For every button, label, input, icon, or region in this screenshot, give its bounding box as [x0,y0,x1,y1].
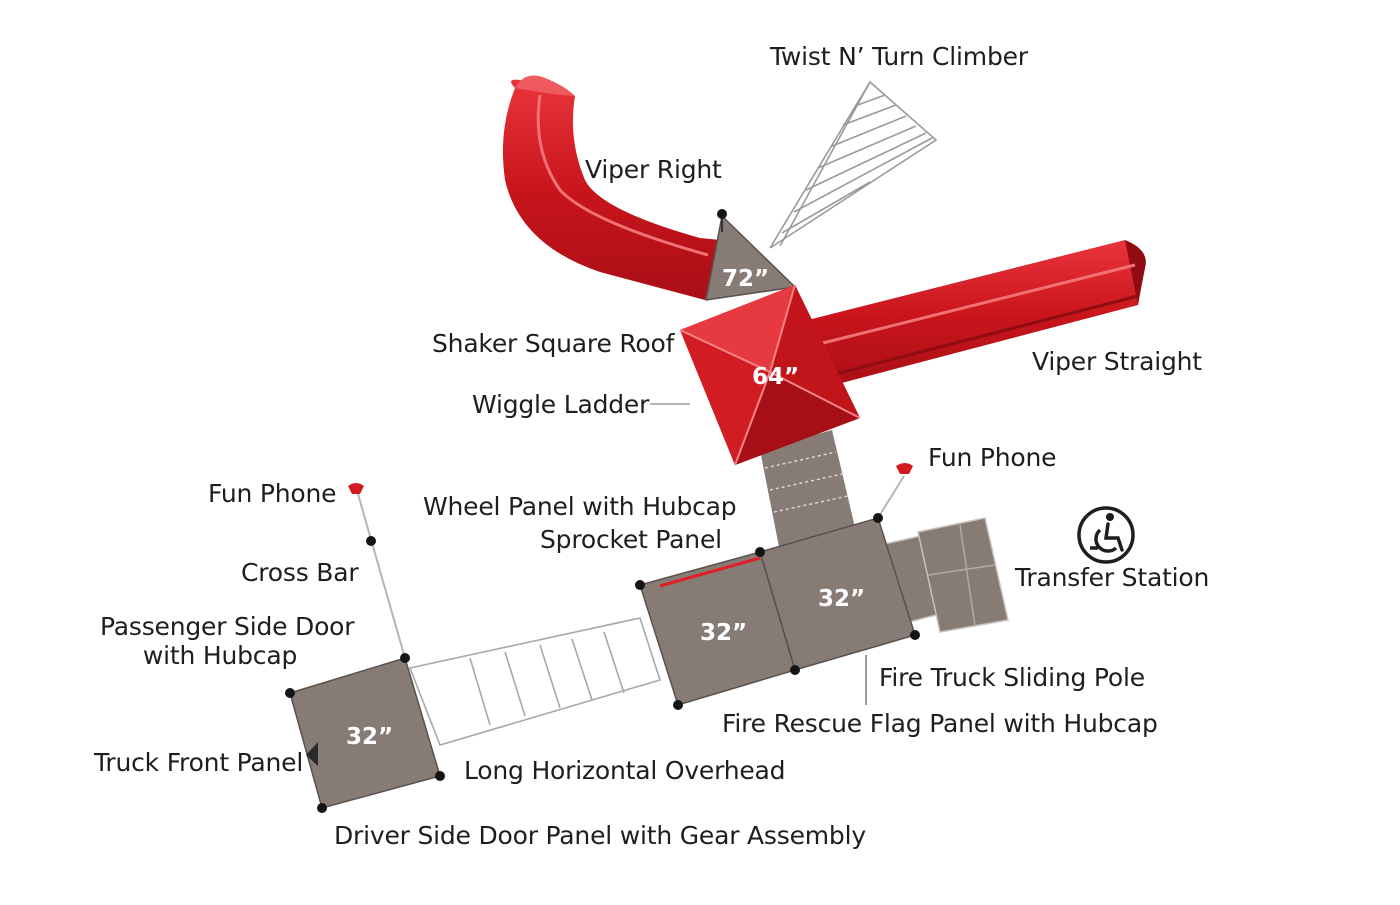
label-passenger-door-line2: with Hubcap [142,641,298,670]
label-viper-straight: Viper Straight [1032,347,1202,376]
post-top [717,209,727,232]
twist-n-turn-climber [769,80,938,249]
label-sprocket-panel: Sprocket Panel [540,525,722,554]
label-shaker-square-roof: Shaker Square Roof [432,329,675,358]
label-driver-side-door: Driver Side Door Panel with Gear Assembl… [334,821,866,850]
fun-phone-right [877,463,913,519]
label-cross-bar: Cross Bar [241,558,359,587]
deck-posts [285,513,920,813]
label-viper-right: Viper Right [585,155,722,184]
deck-32-middle: 32” [639,551,796,706]
wheelchair-transfer-icon [1077,506,1135,564]
label-wheel-panel: Wheel Panel with Hubcap [423,492,737,521]
deck-64-label: 64” [752,364,799,390]
label-truck-front-panel: Truck Front Panel [94,748,304,777]
long-horizontal-overhead [408,617,662,746]
transfer-station [879,517,1009,633]
cross-bar-post [366,536,376,546]
walkway-steps [760,430,858,552]
label-fun-phone-left: Fun Phone [208,479,337,508]
shaker-square-roof: 64” [679,284,861,466]
fun-phone-left [348,483,406,659]
deck-32-left-label: 32” [346,724,393,750]
deck-72: 72” [705,214,797,301]
viper-straight-slide [800,240,1146,390]
deck-32-right-label: 32” [818,586,865,612]
deck-72-label: 72” [722,266,769,292]
label-fire-truck-sliding-pole: Fire Truck Sliding Pole [879,663,1145,692]
label-long-horizontal-overhead: Long Horizontal Overhead [464,756,786,785]
label-twist-n-turn-climber: Twist N’ Turn Climber [770,42,1028,71]
deck-32-middle-label: 32” [700,620,747,646]
label-passenger-door-line1: Passenger Side Door [100,612,355,641]
label-fire-rescue-flag-panel: Fire Rescue Flag Panel with Hubcap [722,709,1158,738]
label-fun-phone-right: Fun Phone [928,443,1057,472]
deck-32-right: 32” [759,517,916,671]
label-wiggle-ladder: Wiggle Ladder [472,390,650,419]
label-transfer-station: Transfer Station [1015,563,1210,592]
viper-right-slide [502,75,720,301]
